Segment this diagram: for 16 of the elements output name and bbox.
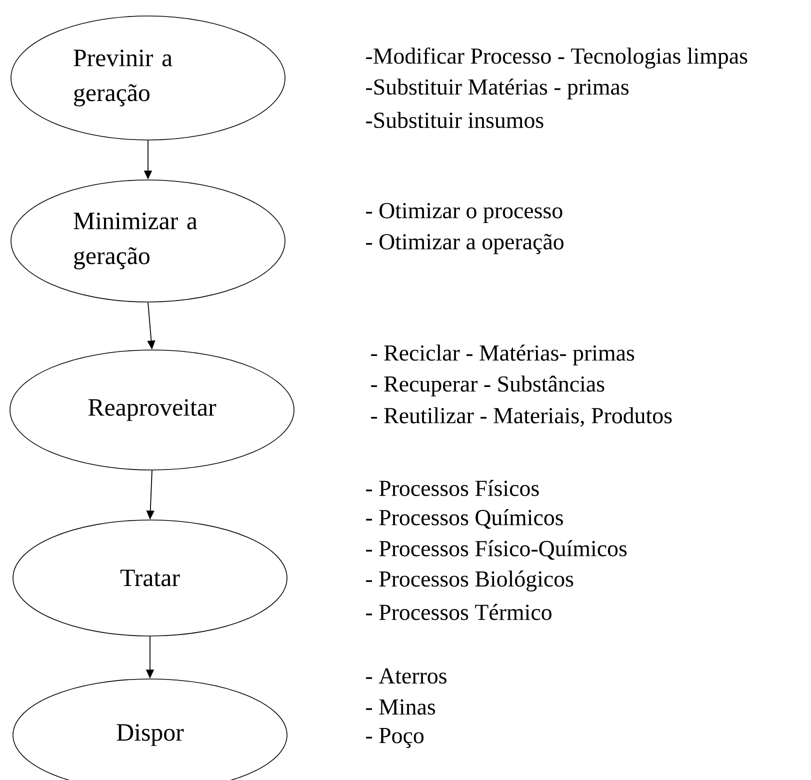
list-item: - Otimizar o processo (366, 202, 562, 224)
list-item: - Otimizar a operação (366, 234, 564, 254)
list-item: - Processos Físicos (366, 480, 539, 496)
list-item: - Processos Térmico (366, 604, 552, 620)
list-item: -Substituir insumos (366, 112, 544, 128)
list-item: - Aterros (366, 668, 446, 684)
list-item: - Reutilizar - Materiais, Produtos (371, 407, 672, 427)
list-item: - Reciclar - Matérias- primas (371, 344, 634, 366)
list-item: -Modificar Processo - Tecnologias limpas (366, 47, 748, 69)
list-item: -Substituir Matérias - primas (366, 78, 629, 100)
list-item: - Poço (366, 728, 424, 748)
list-item: - Minas (366, 699, 436, 715)
list-item: - Processos Físico-Químicos (366, 540, 627, 560)
list-item: - Processos Químicos (366, 509, 563, 529)
list-item: - Processos Biológicos (366, 570, 574, 592)
list-item: - Recuperar - Substâncias (371, 376, 604, 396)
